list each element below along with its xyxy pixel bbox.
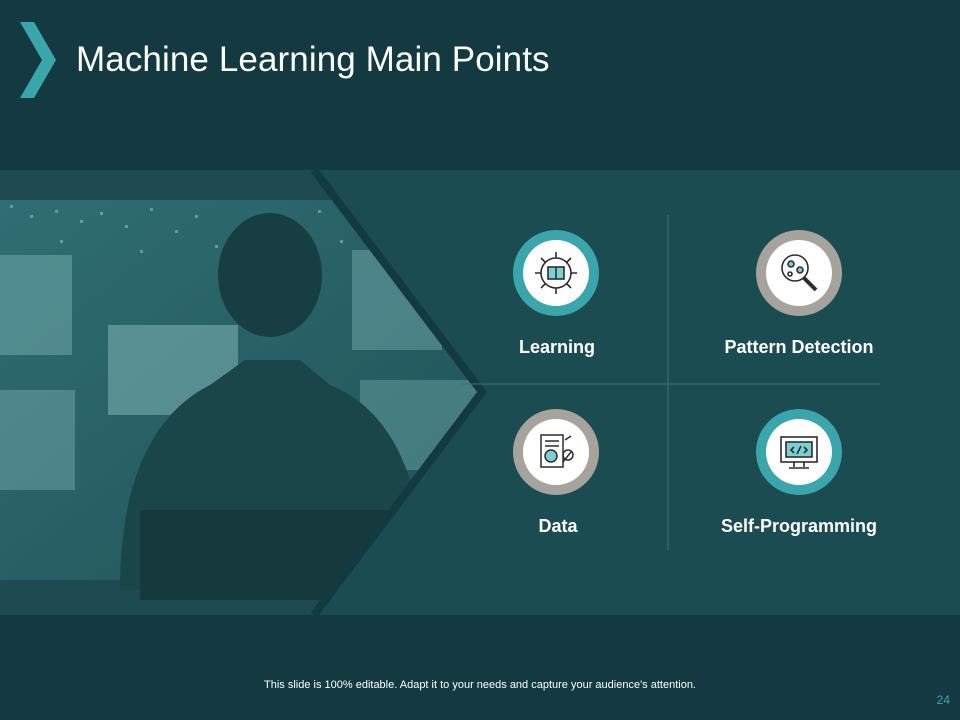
title-chevron-icon bbox=[20, 22, 56, 98]
magnifier-pattern-icon bbox=[756, 230, 842, 316]
point-label-pattern-detection: Pattern Detection bbox=[724, 337, 874, 357]
page-title: Machine Learning Main Points bbox=[76, 40, 550, 79]
monitor-code-icon bbox=[756, 409, 842, 495]
learning-icon bbox=[513, 230, 599, 316]
point-label-learning: Learning bbox=[518, 337, 595, 357]
data-analysis-icon bbox=[513, 409, 599, 495]
point-label-data: Data bbox=[538, 516, 578, 536]
point-label-self-programming: Self-Programming bbox=[720, 516, 878, 536]
page-number: 24 bbox=[936, 693, 950, 707]
photo-chevron-edge bbox=[310, 167, 488, 618]
footer-note: This slide is 100% editable. Adapt it to… bbox=[264, 679, 696, 691]
